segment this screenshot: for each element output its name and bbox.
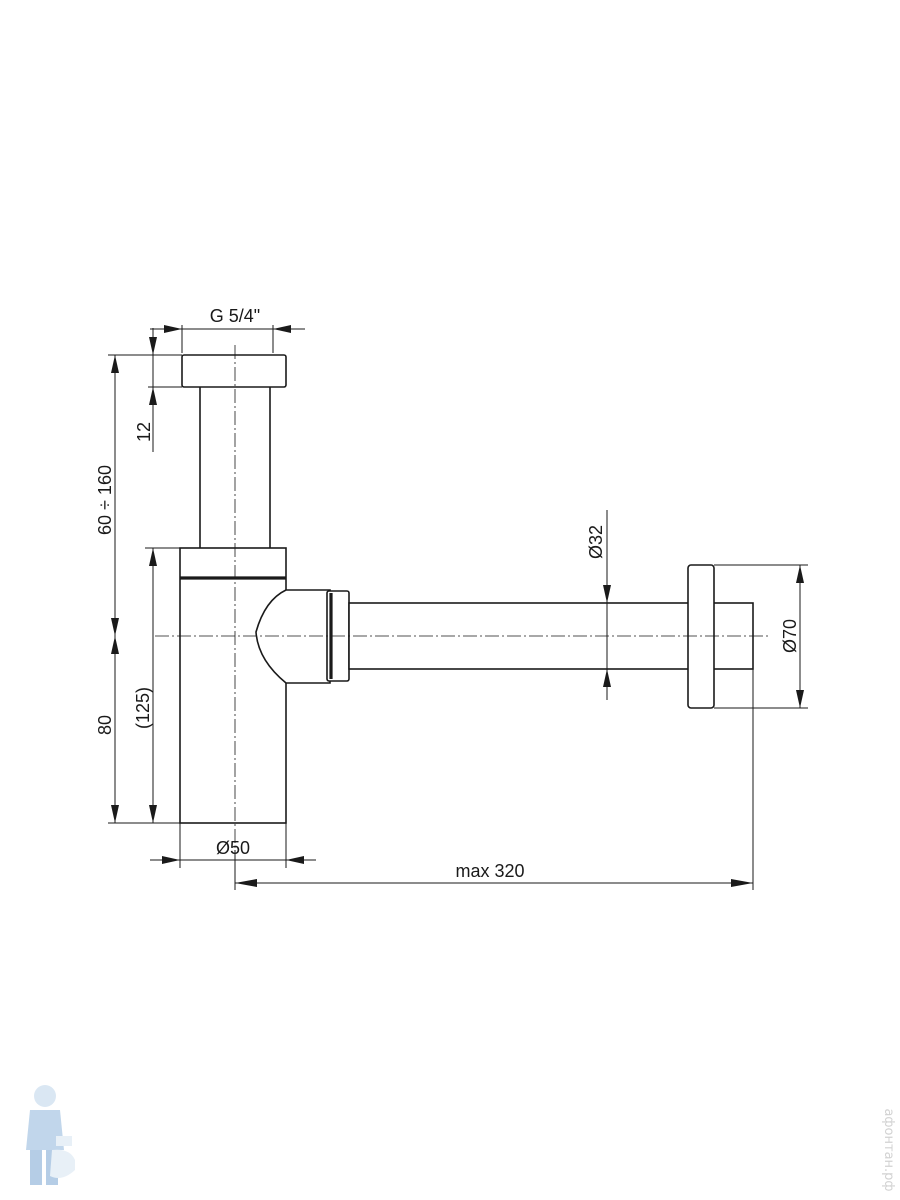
dim-flange-diameter: Ø70	[714, 564, 808, 709]
cap-height-label: 12	[134, 422, 154, 442]
dim-height-range: 60 ÷ 160	[95, 354, 182, 636]
body-cylinder	[179, 547, 287, 824]
dim-thread: G 5/4"	[150, 306, 305, 353]
height-range-label: 60 ÷ 160	[95, 465, 115, 535]
wall-pipe	[348, 564, 754, 709]
body-height-label: (125)	[133, 687, 153, 729]
thread-label: G 5/4"	[210, 306, 260, 326]
dim-body-height: (125)	[133, 547, 180, 823]
inlet-tailpiece	[181, 354, 287, 551]
dim-pipe-diameter: Ø32	[586, 510, 611, 700]
body-diameter-label: Ø50	[216, 838, 250, 858]
center-lines	[155, 345, 770, 850]
bottle-body	[179, 547, 287, 824]
wall-flange	[687, 564, 715, 709]
dim-max-length: max 320	[234, 669, 754, 890]
pipe-diameter-label: Ø32	[586, 525, 606, 559]
outlet-height-label: 80	[95, 715, 115, 735]
max-length-label: max 320	[455, 861, 524, 881]
dim-outlet-height: 80	[95, 636, 180, 824]
site-watermark: афонтан.рф	[881, 1108, 896, 1191]
inlet-cap-nut	[181, 354, 287, 388]
dim-body-diameter: Ø50	[150, 823, 316, 868]
outlet-elbow	[255, 589, 331, 684]
flange-diameter-label: Ø70	[780, 619, 800, 653]
plumber-mascot-logo	[26, 1085, 75, 1185]
dim-cap-height: 12	[134, 328, 182, 452]
